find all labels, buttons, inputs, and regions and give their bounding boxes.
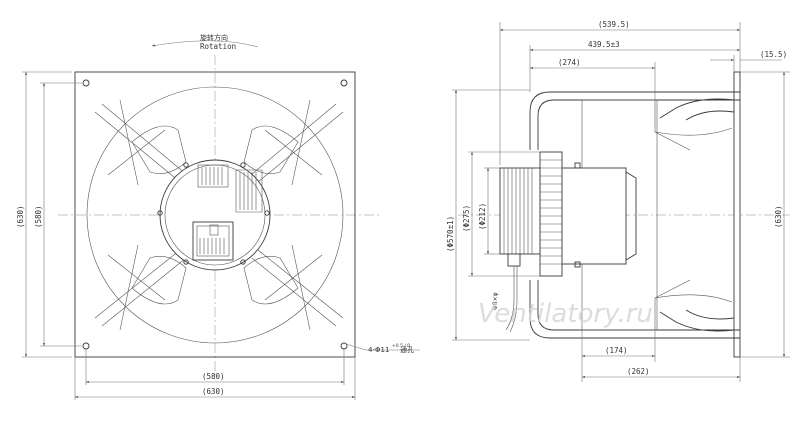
motor-fins-top xyxy=(197,164,263,213)
rotation-label-en: Rotation xyxy=(200,42,236,51)
side-right-dimension: (630) xyxy=(740,71,790,358)
hole-note-tolerance: +0.5 / 0 xyxy=(392,343,410,349)
dim-630-right: (630) xyxy=(774,205,783,228)
dim-630-bottom: (630) xyxy=(202,387,225,396)
side-left-dimensions: (Φ570±1) (Φ275) (Φ212) xyxy=(446,89,540,341)
cable-gland xyxy=(505,253,521,333)
inlet-ring xyxy=(86,86,344,344)
dim-439-5: 439.5±3 xyxy=(588,40,620,49)
impeller-windows xyxy=(131,125,299,305)
rotation-label-cn: 旋转方向 xyxy=(200,33,228,42)
dim-dia-212: (Φ212) xyxy=(478,203,487,230)
cable-label: Φ8×φ xyxy=(492,292,499,310)
dim-630-left: (630) xyxy=(16,205,25,228)
front-left-dimensions: (630) (580) xyxy=(16,71,82,358)
side-mounting-plate xyxy=(733,71,741,358)
hole-note-suffix: 通孔 xyxy=(400,345,414,354)
watermark-text: Ventilatory.ru xyxy=(478,299,653,329)
hole-callout: 4-Φ11 +0.5 / 0 通孔 xyxy=(345,343,420,354)
dim-580-left: (580) xyxy=(34,205,43,228)
mounting-plate-outline xyxy=(74,71,356,358)
front-view: 旋转方向 Rotation (580) (630) (630) (580) xyxy=(16,33,420,400)
dim-262: (262) xyxy=(627,367,650,376)
electronics-box-side xyxy=(499,167,541,255)
motor-fins-side xyxy=(539,151,563,277)
dim-dia-570: (Φ570±1) xyxy=(446,216,455,252)
dim-274: (274) xyxy=(558,58,581,67)
corner-mounting-holes xyxy=(82,79,348,350)
side-view: (539.5) 439.5±3 (274) (15.5) (Φ570±1) (Φ… xyxy=(446,20,790,382)
stator-bolts xyxy=(574,162,581,268)
motor-stator xyxy=(559,167,637,265)
side-top-dimensions: (539.5) 439.5±3 (274) (15.5) xyxy=(499,20,787,165)
hub-bolt-holes xyxy=(157,162,270,265)
dim-174: (174) xyxy=(605,346,628,355)
hole-note-prefix: 4-Φ11 xyxy=(368,346,389,354)
inlet-nozzle xyxy=(659,98,735,332)
support-struts xyxy=(94,99,344,331)
support-tubes xyxy=(529,91,740,339)
dim-539-5: (539.5) xyxy=(598,20,630,29)
dim-580-bottom: (580) xyxy=(202,372,225,381)
dim-15-5: (15.5) xyxy=(760,50,787,59)
rotation-arrow xyxy=(151,40,259,48)
side-bottom-dimensions: (174) (262) xyxy=(581,330,741,382)
dim-dia-275: (Φ275) xyxy=(462,205,471,232)
electronics-box xyxy=(192,221,234,261)
front-bottom-dimensions: (580) (630) xyxy=(74,350,356,400)
